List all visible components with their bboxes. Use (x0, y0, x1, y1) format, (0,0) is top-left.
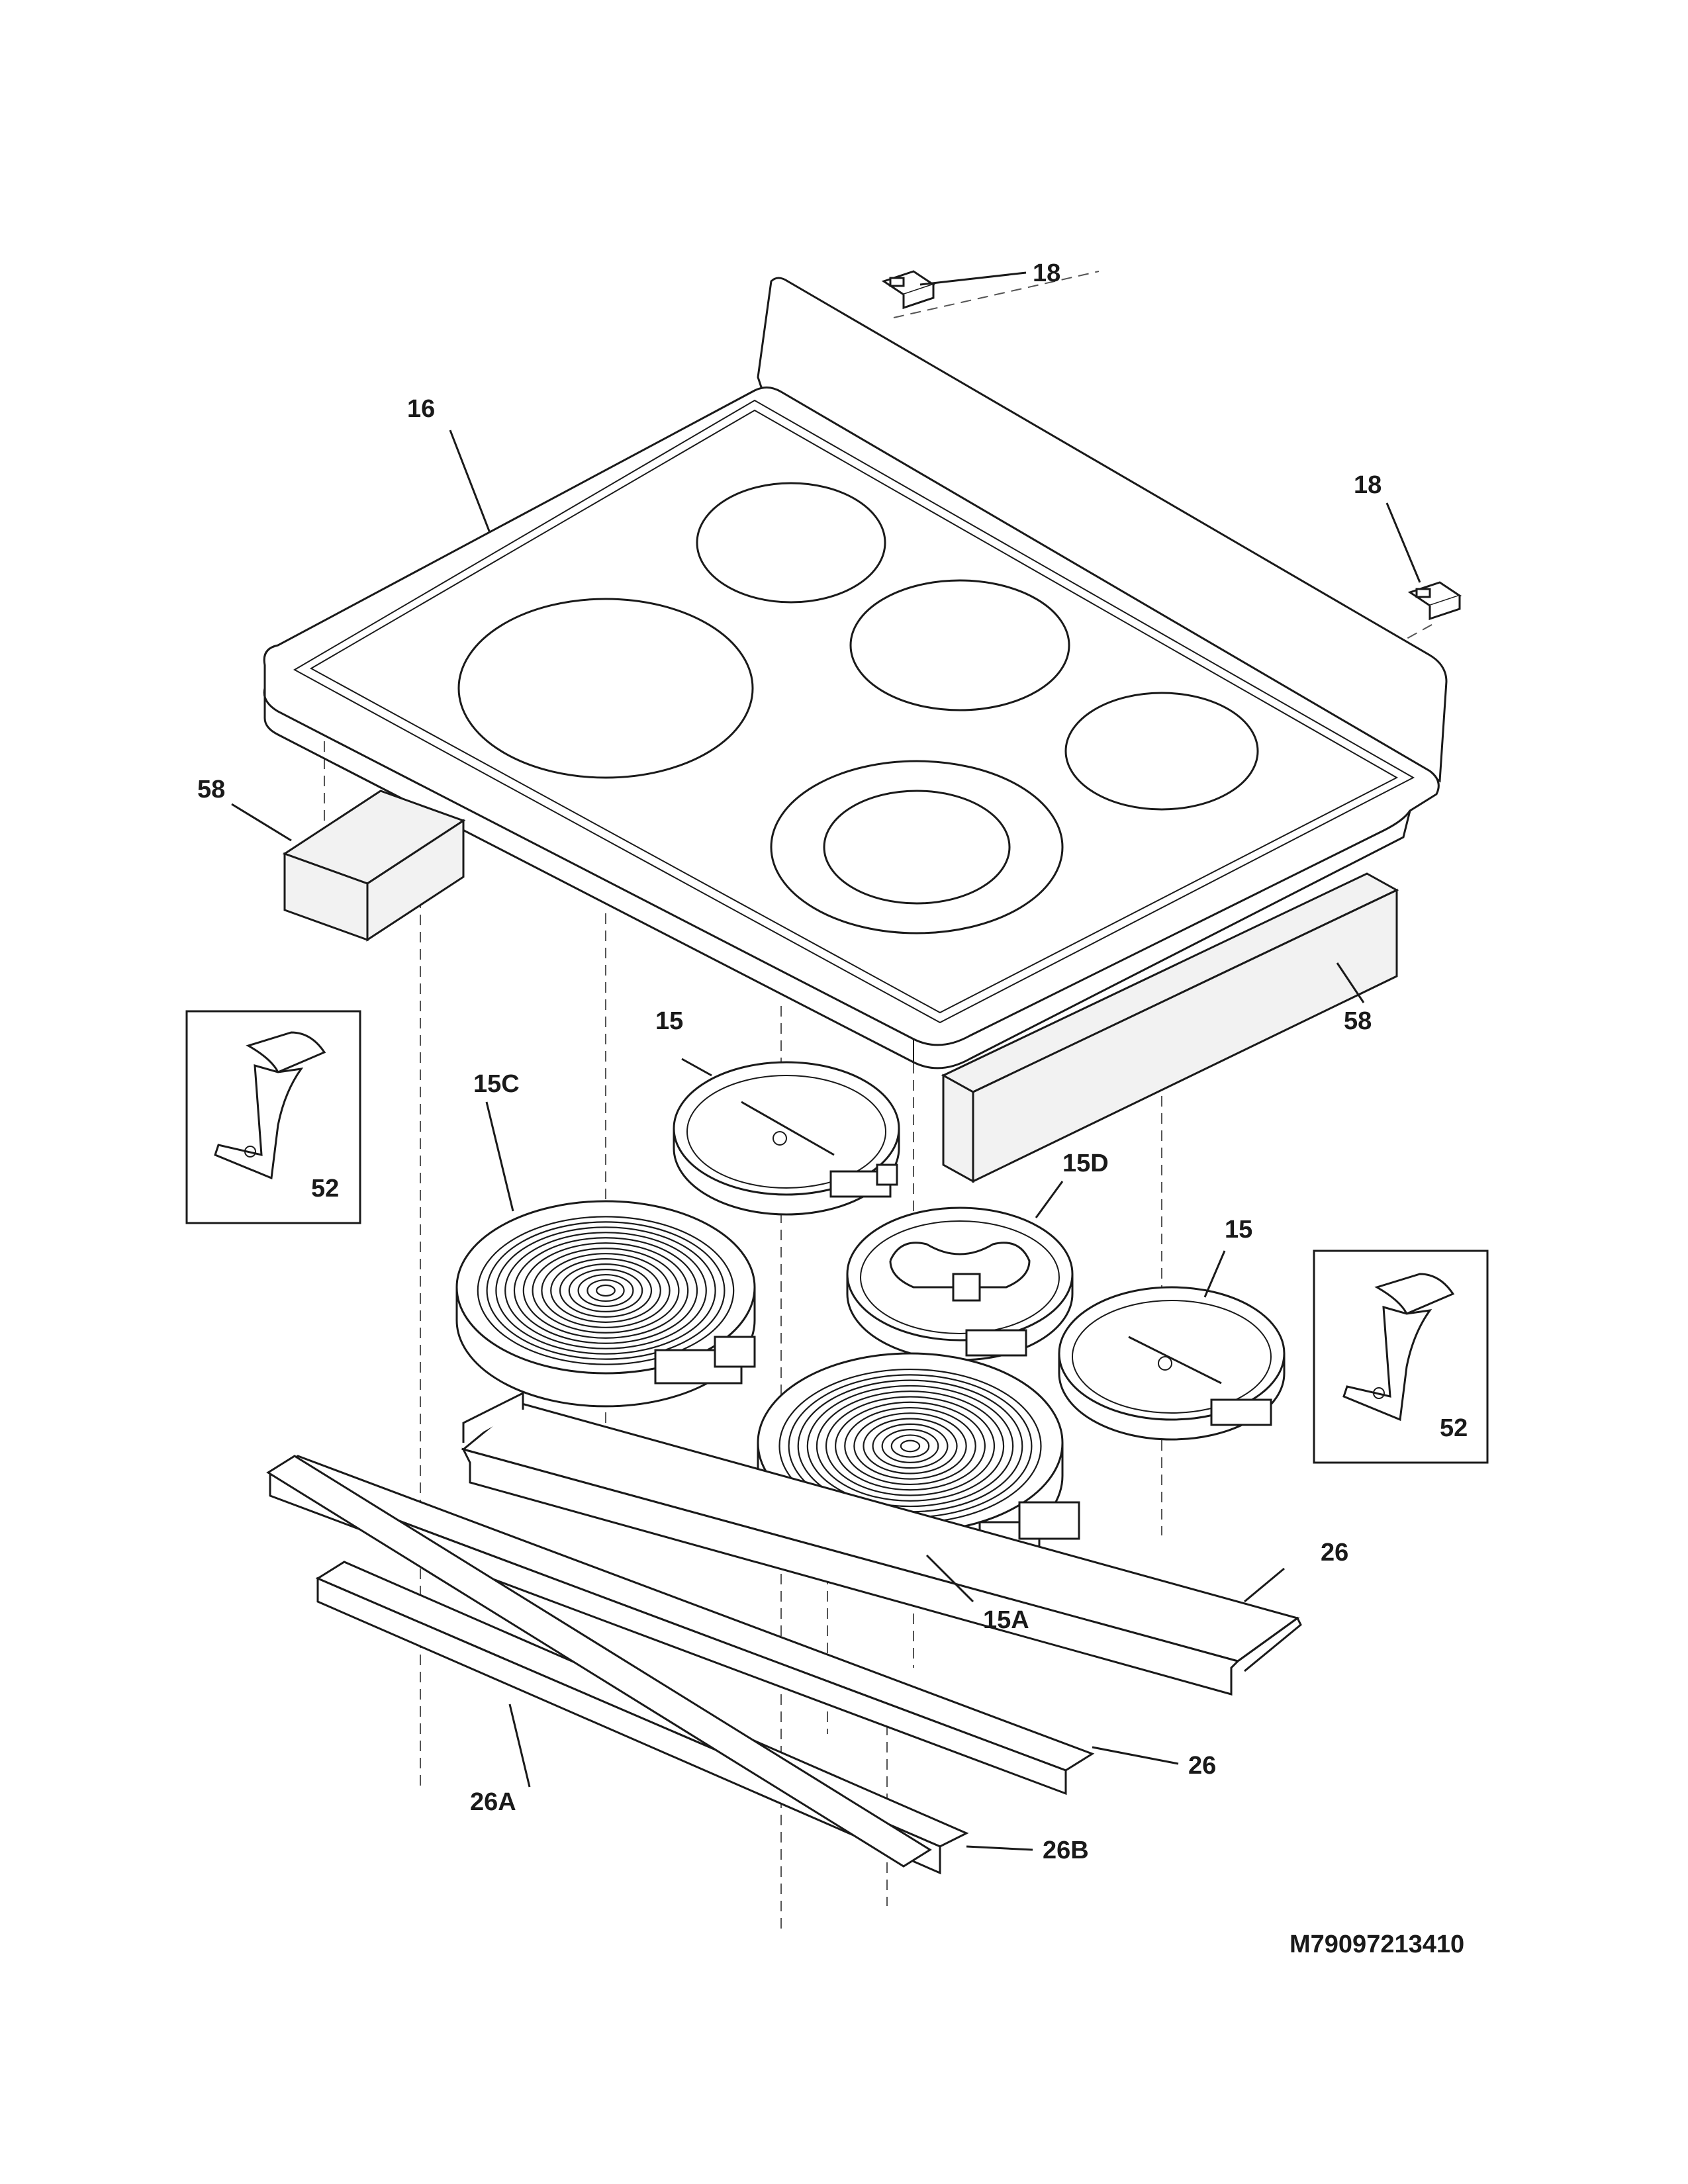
cooktop-glass-part-16 (263, 277, 1448, 1069)
label-15a: 15A (983, 1606, 1029, 1634)
coil-ring (844, 1406, 976, 1486)
leader-lines (231, 271, 1421, 1851)
coil-ring (890, 1434, 930, 1458)
inset-clip-part-52-right (1313, 1250, 1489, 1464)
heating-element-part-15-top (673, 1061, 900, 1216)
label-58-right: 58 (1344, 1007, 1372, 1035)
label-18-right: 18 (1354, 471, 1382, 499)
label-15-top: 15 (655, 1007, 683, 1035)
heating-element-part-15d (846, 1206, 1074, 1361)
label-15-right: 15 (1225, 1216, 1252, 1244)
coil-ring (495, 1226, 716, 1355)
bracket-part-18-right (1407, 581, 1462, 621)
coil-ring (477, 1216, 735, 1365)
coil-ring (568, 1269, 643, 1312)
coil-ring (559, 1263, 653, 1318)
label-58-left: 58 (197, 776, 225, 803)
inset-clip-part-52-left (185, 1010, 361, 1224)
label-16: 16 (407, 395, 435, 423)
rail-part-26-right (461, 1391, 1302, 1696)
label-15c: 15C (473, 1070, 520, 1098)
coil-ring (513, 1237, 698, 1344)
heating-element-part-15c (455, 1200, 756, 1408)
coil-ring (881, 1429, 939, 1463)
label-26-center: 26 (1188, 1752, 1216, 1780)
coil-ring (522, 1242, 689, 1339)
label-52-right: 52 (1440, 1414, 1468, 1442)
label-18-top: 18 (1033, 259, 1060, 287)
heating-element-part-15-right (1058, 1286, 1286, 1441)
rail-part-26a (266, 1455, 932, 1868)
label-26-right: 26 (1321, 1539, 1348, 1567)
coil-ring (550, 1258, 661, 1323)
coil-ring (806, 1385, 1014, 1508)
label-26a: 26A (470, 1788, 516, 1816)
bracket-part-18-top (881, 270, 936, 310)
coil-ring (900, 1439, 921, 1453)
coil-ring (835, 1401, 986, 1491)
coil-ring (872, 1423, 949, 1469)
label-15d: 15D (1062, 1150, 1109, 1177)
label-26b: 26B (1043, 1837, 1089, 1864)
coil-ring (816, 1390, 1005, 1502)
coil-ring (504, 1232, 707, 1349)
coil-ring (486, 1221, 726, 1360)
coil-ring (586, 1279, 625, 1302)
coil-ring (541, 1253, 671, 1328)
coil-ring (532, 1248, 680, 1334)
label-52-left: 52 (311, 1175, 339, 1203)
insulation-part-58-right (941, 872, 1399, 1183)
coil-ring (577, 1273, 634, 1308)
coil-ring (853, 1412, 967, 1480)
insulation-part-58-left (282, 790, 466, 942)
coil-ring (863, 1418, 958, 1475)
coil-ring (596, 1284, 616, 1297)
coil-ring (825, 1396, 996, 1496)
model-number: M79097213410 (1289, 1931, 1464, 1958)
